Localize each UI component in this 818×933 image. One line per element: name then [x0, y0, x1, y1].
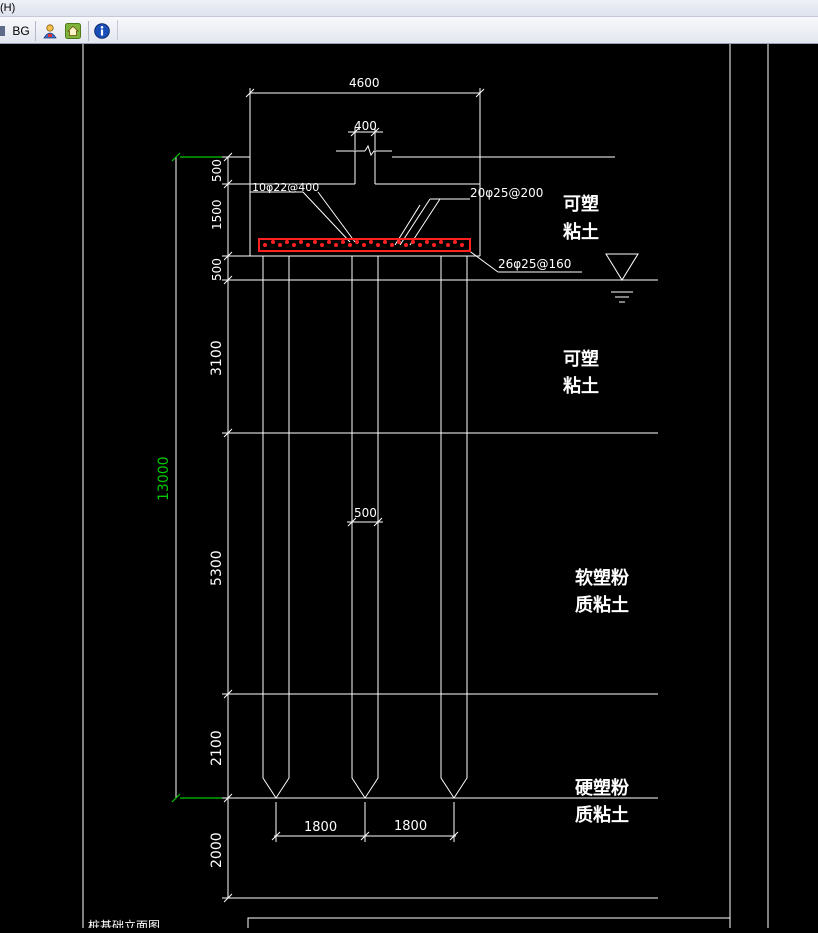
user-icon	[43, 24, 57, 39]
dim-cap-width: 4600	[349, 76, 380, 90]
soil-layer3-line2: 质粘土	[575, 594, 629, 616]
info-button[interactable]	[92, 21, 112, 41]
cad-drawing: 4600 400 500 1800 1800 500 1500 500 3100…	[82, 44, 769, 933]
rebar-label-1: 10φ22@400	[252, 181, 319, 194]
soil-layer1-line2: 粘土	[563, 221, 599, 243]
toolbar-separator-2	[88, 21, 89, 41]
soil-layer3-line1: 软塑粉	[575, 567, 629, 589]
dim-1500: 1500	[210, 199, 224, 230]
dim-500-bottom: 500	[210, 258, 224, 281]
dim-500-top: 500	[210, 159, 224, 182]
dim-spacing-left: 1800	[304, 820, 337, 835]
home-icon	[65, 23, 81, 39]
dim-5300: 5300	[209, 550, 225, 586]
footer-caption: 桩基础立面图	[88, 918, 160, 928]
dim-pile-diameter: 500	[354, 506, 377, 520]
bg-button[interactable]: BG	[10, 21, 32, 41]
toolbar-separator	[35, 21, 36, 41]
toolbar: BG	[0, 17, 818, 44]
soil-layer1-line1: 可塑	[563, 193, 599, 215]
dim-column-width: 400	[354, 119, 377, 133]
rebar-label-2: 20φ25@200	[470, 186, 543, 200]
rebar-cage	[258, 238, 471, 252]
drawing-canvas[interactable]: 4600 400 500 1800 1800 500 1500 500 3100…	[0, 44, 818, 933]
user-button[interactable]	[40, 21, 60, 41]
info-icon	[94, 23, 110, 39]
soil-layer2-line1: 可塑	[563, 348, 599, 370]
rebar-label-3: 26φ25@160	[498, 257, 571, 271]
menu-bar: (H)	[0, 0, 818, 17]
dim-spacing-right: 1800	[394, 819, 427, 834]
soil-layer2-line2: 粘土	[563, 375, 599, 397]
dim-2100: 2100	[209, 730, 225, 766]
total-depth-ticks	[171, 152, 222, 803]
bg-label: BG	[12, 24, 30, 38]
soil-layer4-line2: 质粘土	[575, 804, 629, 826]
soil-layer4-line1: 硬塑粉	[575, 777, 629, 799]
menu-help[interactable]: (H)	[0, 2, 16, 14]
dim-3100: 3100	[209, 340, 225, 376]
dim-2000: 2000	[209, 832, 225, 868]
home-button[interactable]	[63, 21, 83, 41]
dim-total-depth: 13000	[156, 456, 172, 501]
toolbar-empty-area	[117, 20, 818, 40]
app-icon[interactable]	[0, 21, 6, 41]
